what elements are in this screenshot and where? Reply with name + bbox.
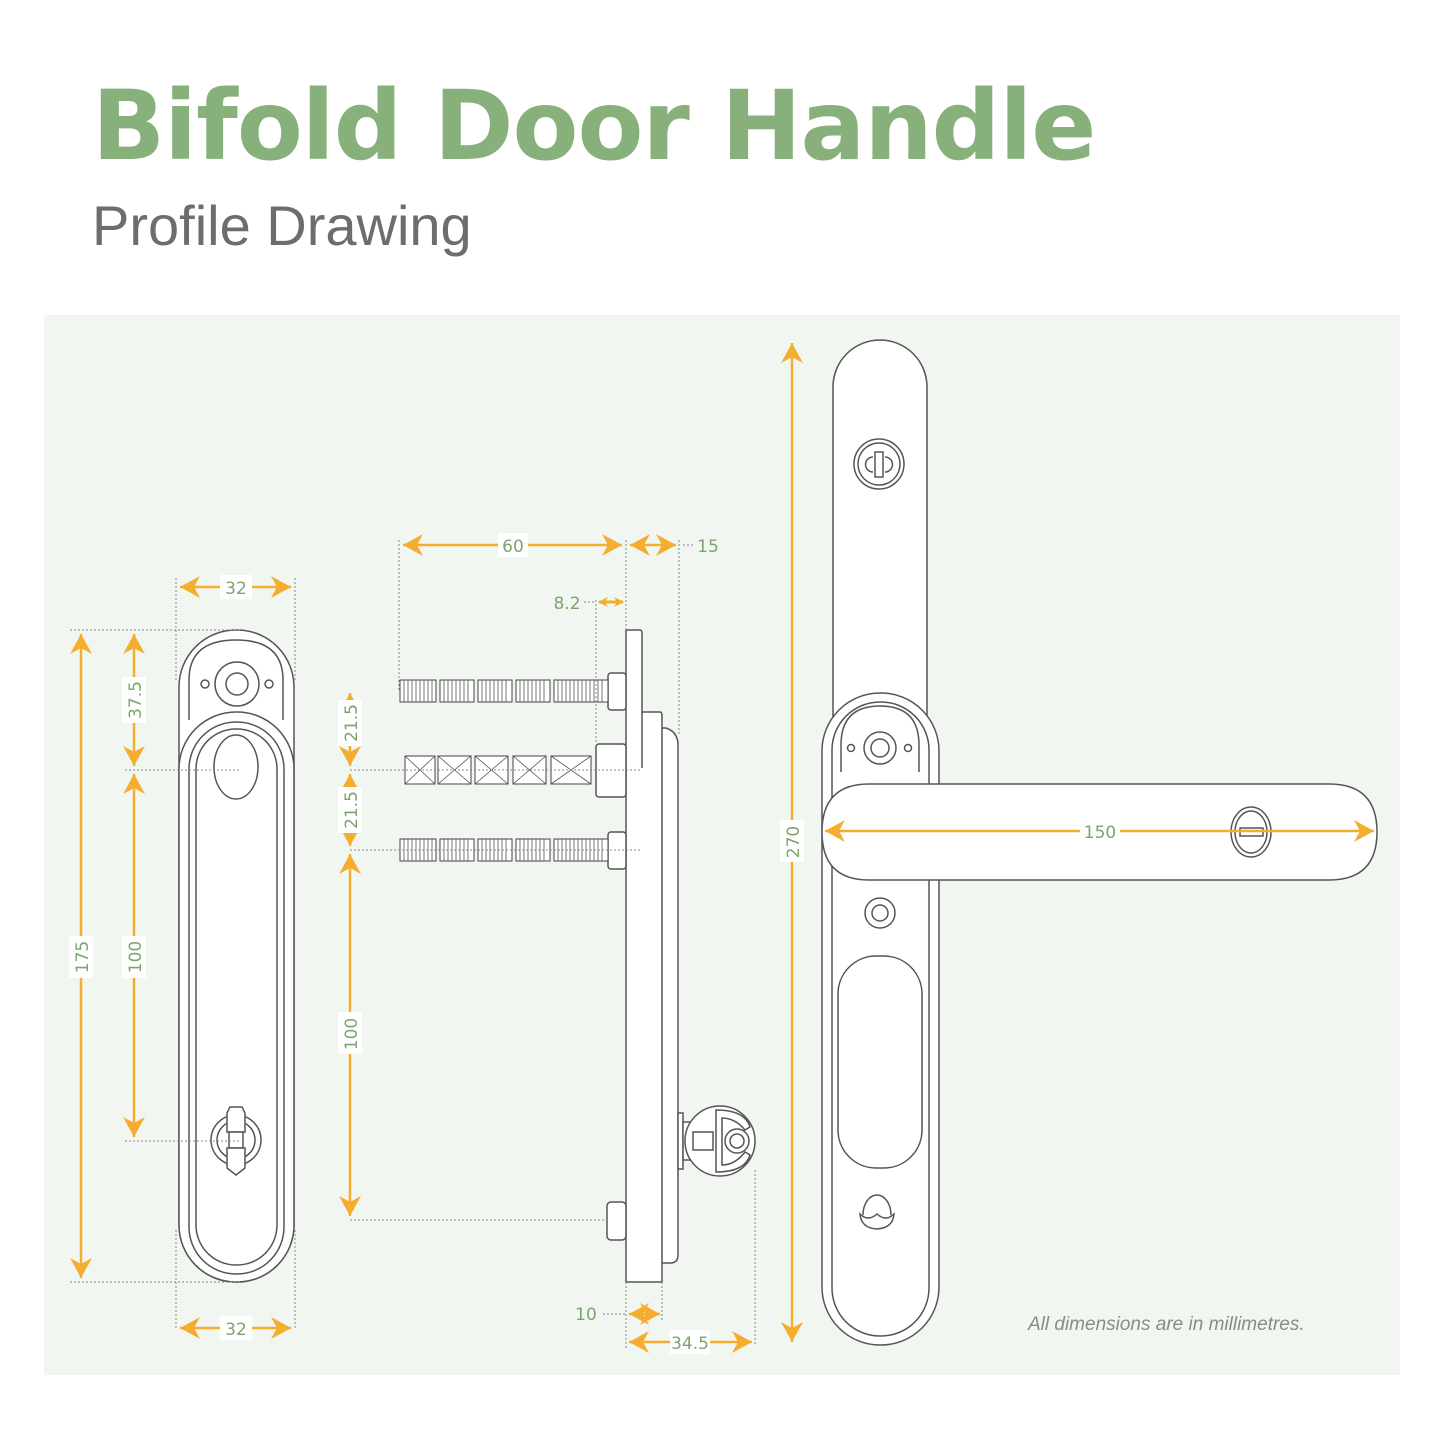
front-backplate-labels: 32 32 175 100 37.5 — [69, 575, 252, 1340]
page-subtitle: Profile Drawing — [92, 194, 472, 257]
dim-plate-thickness: 10 — [575, 1305, 597, 1325]
dim-total-height: 175 — [73, 941, 93, 973]
dim-handle-height: 270 — [784, 826, 804, 858]
units-note: All dimensions are in millimetres. — [1028, 1314, 1305, 1335]
front-handle-labels: 270 150 — [780, 819, 1120, 862]
dim-spindle-from-top: 37.5 — [126, 681, 146, 719]
front-backplate-drawing — [178, 629, 295, 1283]
dim-spindle-to-bottom-bolt: 100 — [342, 1018, 362, 1050]
side-profile-labels: 60 15 8.2 21.5 21.5 100 10 34.5 — [338, 533, 719, 1354]
side-profile-drawing — [399, 629, 756, 1283]
dim-spindle-to-cylinder: 100 — [126, 941, 146, 973]
dim-bolt-spacing-lower: 21.5 — [342, 791, 362, 829]
page-title: Bifold Door Handle — [92, 70, 1096, 182]
dim-overall-depth: 34.5 — [671, 1334, 709, 1354]
dim-spindle-boss: 8.2 — [553, 594, 580, 614]
dim-lever-length: 150 — [1084, 823, 1116, 843]
dim-bolt-spacing-upper: 21.5 — [342, 704, 362, 742]
dim-width-top: 32 — [225, 579, 247, 599]
dim-bolt-length: 60 — [502, 537, 524, 557]
dim-plate-projection: 15 — [697, 537, 719, 557]
dim-width-bottom: 32 — [225, 1320, 247, 1340]
